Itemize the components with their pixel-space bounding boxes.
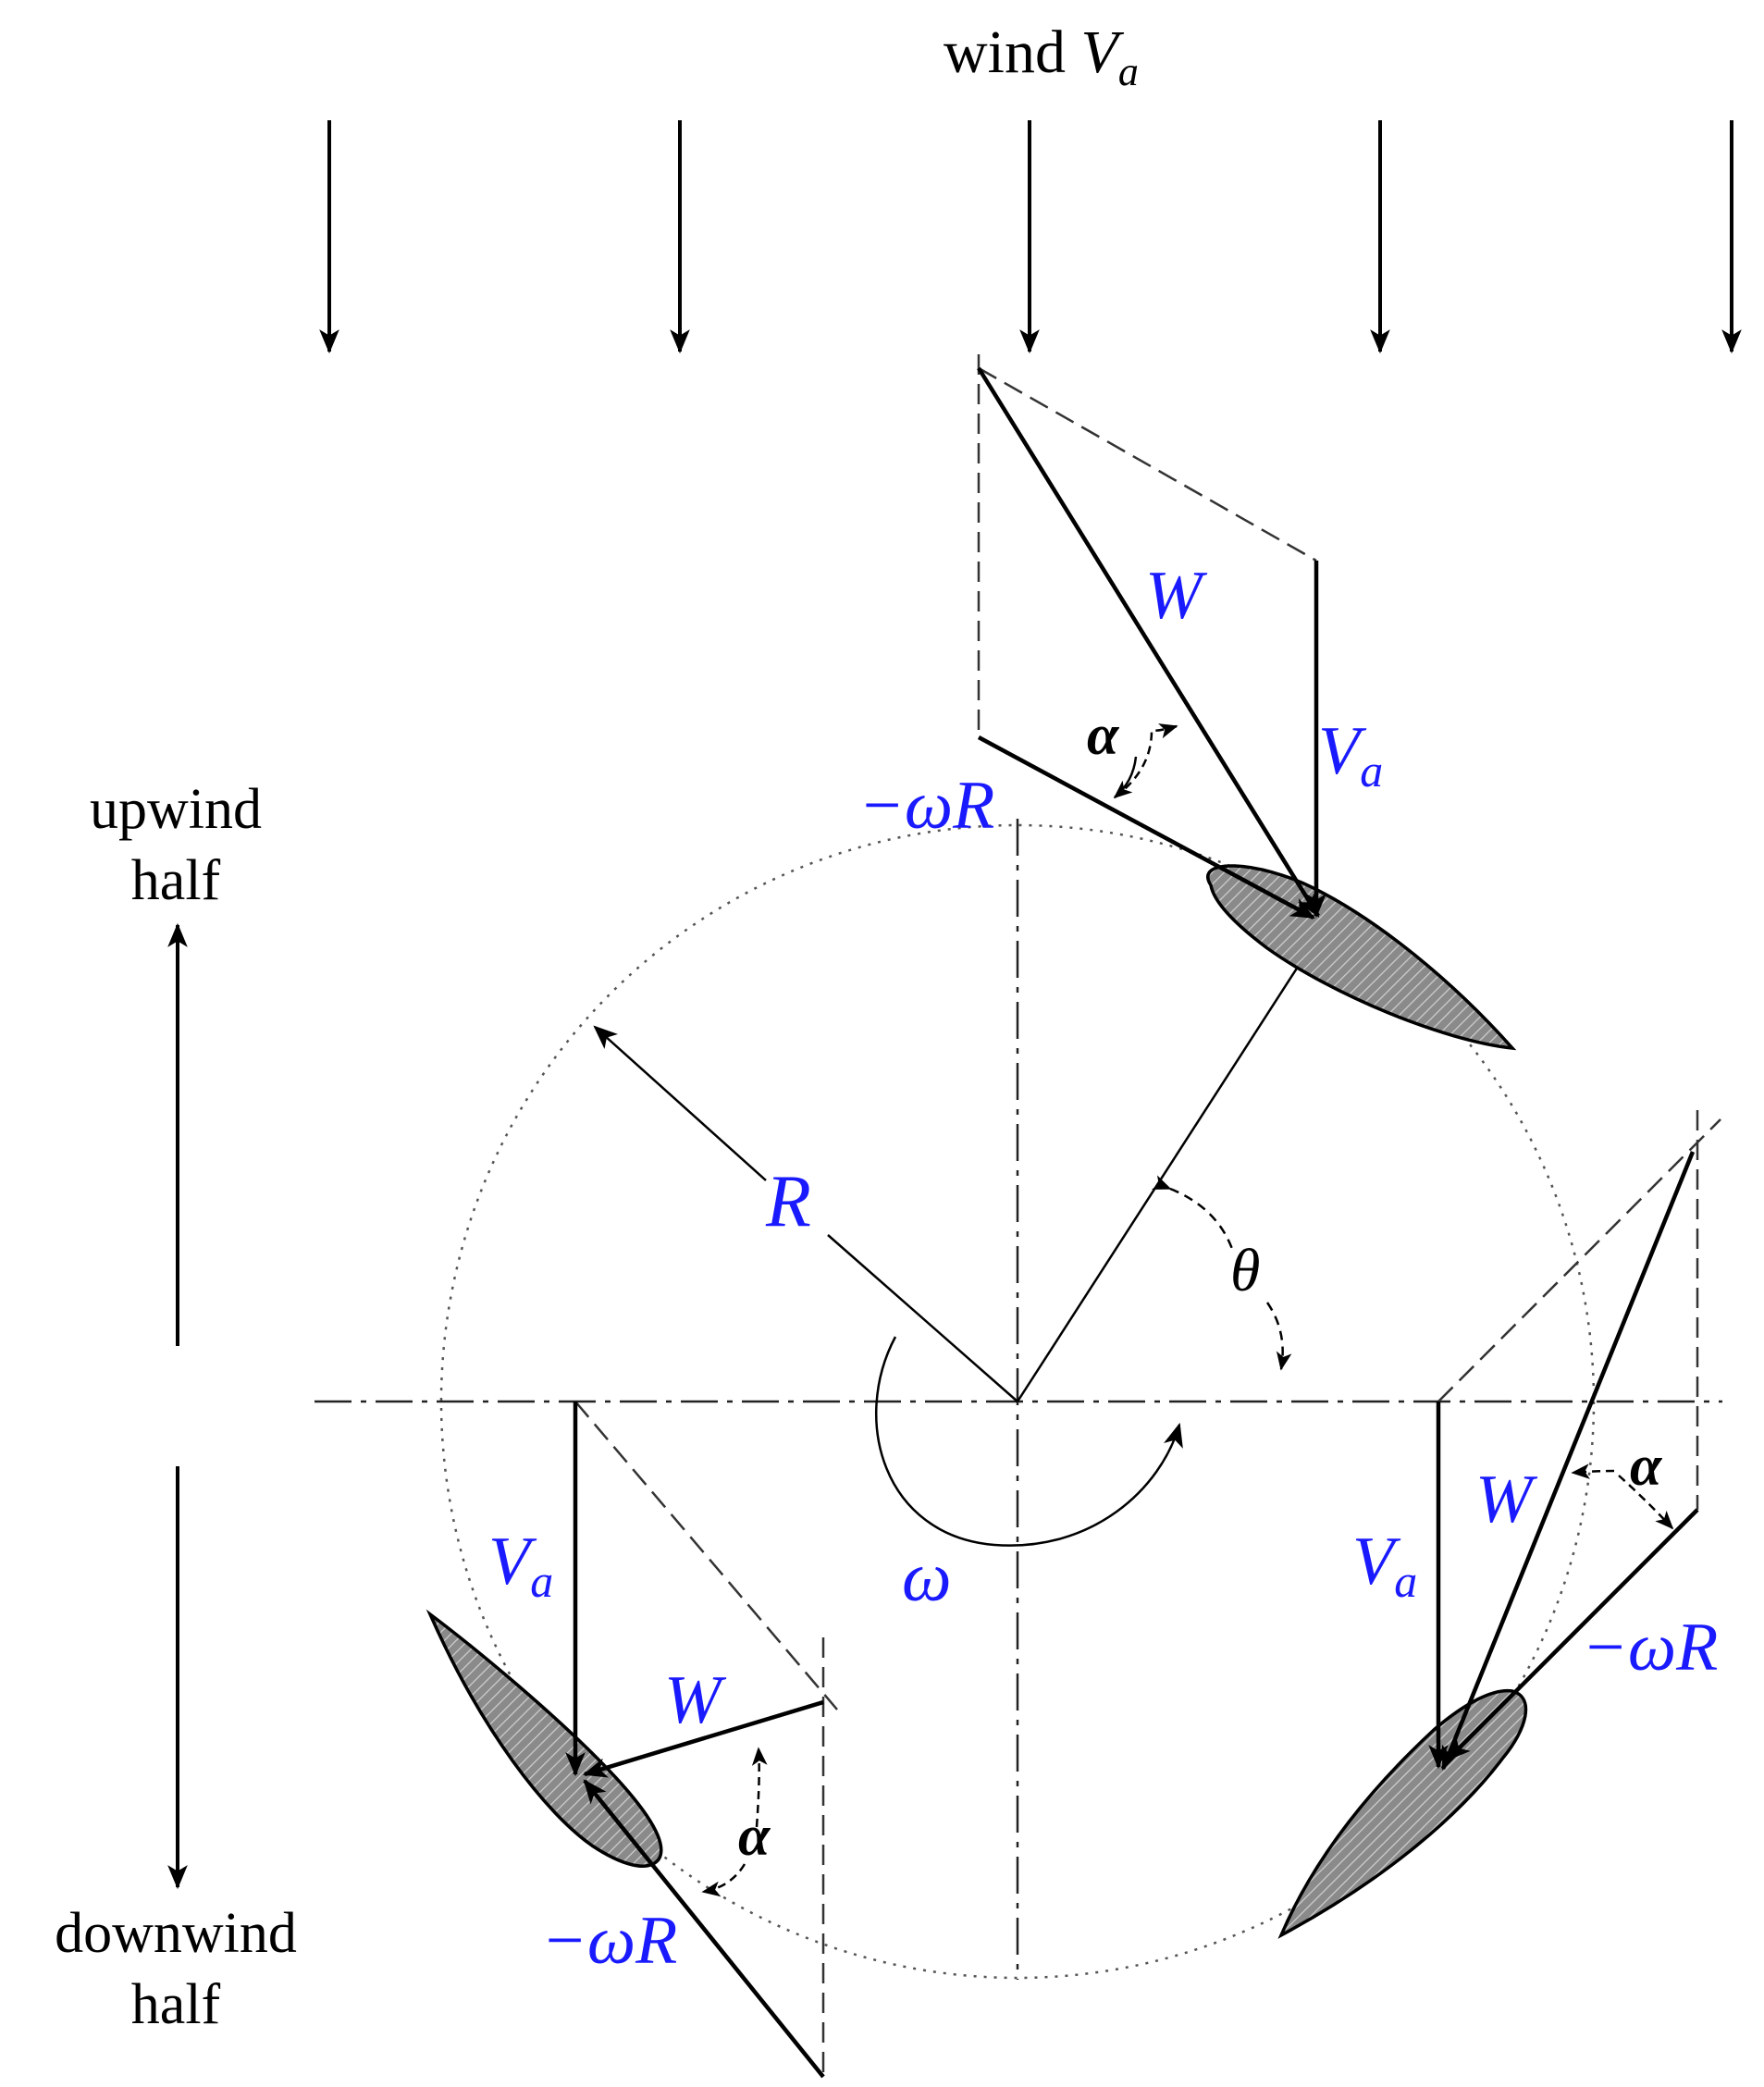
bottom-left-alpha-arc <box>701 1863 746 1897</box>
top-blade-group: W α Va −ωR <box>858 354 1517 1051</box>
radius-label: R <box>765 1161 811 1242</box>
bottom-left-minus-omega-r-vector <box>583 1779 825 2079</box>
downwind-label: downwind <box>55 1902 297 1965</box>
top-w-vector <box>977 366 1320 918</box>
top-minus-omega-r-vector <box>977 735 1315 920</box>
wind-arrows <box>319 120 1742 354</box>
radius-line <box>827 1234 1018 1402</box>
blade-arm-line <box>1016 963 1301 1402</box>
omega-label: ω <box>902 1538 952 1616</box>
right-w-vector <box>1440 1151 1696 1772</box>
right-minus-omega-r-vector <box>1446 1508 1699 1761</box>
top-va-label: Va <box>1318 713 1383 797</box>
right-blade-group: W α Va −ωR <box>1277 1110 1721 1939</box>
bottom-left-va-label: Va <box>488 1524 553 1607</box>
theta-label: θ <box>1230 1237 1260 1304</box>
bottom-left-construction-line <box>574 1401 838 1710</box>
theta-arc <box>1151 1175 1234 1250</box>
bottom-left-alpha-label: α <box>738 1805 771 1868</box>
right-construction-line <box>1437 1118 1721 1402</box>
top-minus-omega-r-label: −ωR <box>858 768 994 844</box>
right-alpha-arc <box>1571 1463 1615 1479</box>
top-alpha-arc <box>1113 756 1138 799</box>
top-construction-line <box>978 366 1317 562</box>
upwind-label: upwind <box>90 778 262 841</box>
wind-title: wind Va <box>944 19 1139 94</box>
right-alpha-arc <box>1618 1475 1674 1530</box>
right-w-label: W <box>1475 1462 1538 1537</box>
bottom-left-minus-omega-r-label: −ωR <box>541 1903 677 1979</box>
bottom-left-alpha-arc <box>751 1747 768 1828</box>
right-va-label: Va <box>1352 1524 1417 1607</box>
right-blade-airfoil <box>1277 1688 1528 1939</box>
right-alpha-label: α <box>1630 1435 1663 1498</box>
bottom-left-blade-airfoil <box>426 1609 663 1868</box>
radius-line <box>593 1025 767 1181</box>
theta-arc <box>1265 1302 1292 1371</box>
top-w-label: W <box>1145 558 1208 634</box>
right-minus-omega-r-label: −ωR <box>1582 1610 1718 1686</box>
bottom-left-w-vector <box>582 1699 824 1778</box>
downwind-half-label: half <box>131 1973 221 2036</box>
omega-rotation-arc <box>875 1336 1183 1547</box>
top-blade-airfoil <box>1206 864 1517 1051</box>
upwind-half-label: half <box>131 849 221 912</box>
bottom-left-w-label: W <box>664 1662 727 1738</box>
bottom-left-blade-group: W α Va −ωR <box>426 1401 838 2079</box>
top-alpha-label: α <box>1087 704 1120 767</box>
